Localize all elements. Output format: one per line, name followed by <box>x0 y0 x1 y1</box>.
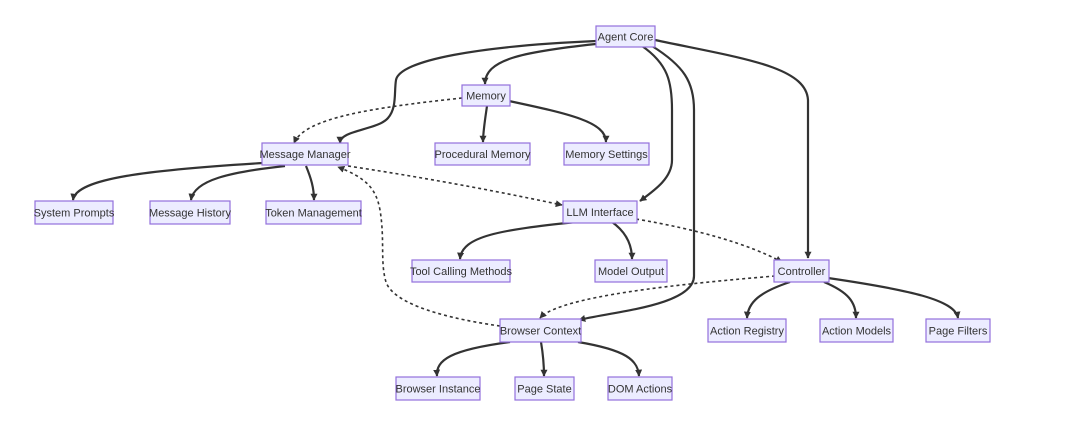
edge-browser-context-to-browser-instance <box>433 340 511 377</box>
node-action-registry[interactable]: Action Registry <box>707 318 787 343</box>
nodes-layer: Agent Core Memory Procedural Memory Memo… <box>34 25 991 401</box>
node-procedural-memory[interactable]: Procedural Memory <box>434 142 531 166</box>
node-system-prompts[interactable]: System Prompts <box>34 200 115 225</box>
edge-agent-core-to-memory <box>481 42 597 85</box>
edge-agent-core-to-message-manager <box>336 39 597 144</box>
node-label-page-filters: Page Filters <box>929 326 988 338</box>
node-label-page-state: Page State <box>517 384 571 396</box>
node-page-state[interactable]: Page State <box>514 376 575 401</box>
node-label-message-history: Message History <box>149 208 231 220</box>
edge-controller-to-action-registry <box>743 280 791 319</box>
edge-agent-core-to-controller <box>654 38 812 259</box>
node-browser-instance[interactable]: Browser Instance <box>395 376 481 401</box>
edge-browser-context-to-message-manager-dotted <box>337 166 501 327</box>
node-label-controller: Controller <box>778 266 826 278</box>
node-dom-actions[interactable]: DOM Actions <box>607 376 673 401</box>
edge-browser-context-to-dom-actions <box>577 340 643 377</box>
node-memory[interactable]: Memory <box>461 84 511 107</box>
node-tool-calling-methods[interactable]: Tool Calling Methods <box>410 259 513 283</box>
node-label-model-output: Model Output <box>598 266 664 278</box>
edge-llm-interface-to-tool-calling-methods <box>457 220 577 260</box>
node-label-token-management: Token Management <box>265 208 362 220</box>
node-label-message-manager: Message Manager <box>259 149 350 161</box>
edge-message-manager-to-message-history <box>188 164 286 201</box>
node-message-manager[interactable]: Message Manager <box>259 142 351 166</box>
node-model-output[interactable]: Model Output <box>594 259 668 283</box>
edge-message-manager-to-llm-interface-dotted <box>347 165 563 208</box>
edge-controller-to-page-filters <box>827 276 961 319</box>
node-label-tool-calling-methods: Tool Calling Methods <box>410 266 513 278</box>
node-label-llm-interface: LLM Interface <box>566 207 633 219</box>
edge-controller-to-browser-context-dotted <box>539 275 776 319</box>
node-llm-interface[interactable]: LLM Interface <box>562 200 638 224</box>
node-controller[interactable]: Controller <box>773 259 830 283</box>
edge-memory-to-message-manager-dotted <box>293 97 463 144</box>
edge-memory-to-procedural-memory <box>479 105 489 143</box>
edge-agent-core-to-llm-interface <box>639 45 674 202</box>
node-message-history[interactable]: Message History <box>149 200 231 225</box>
edge-llm-interface-to-model-output <box>611 221 636 260</box>
node-label-browser-context: Browser Context <box>500 326 581 338</box>
edge-memory-to-memory-settings <box>508 99 610 143</box>
node-browser-context[interactable]: Browser Context <box>499 318 582 343</box>
node-page-filters[interactable]: Page Filters <box>925 318 991 343</box>
node-memory-settings[interactable]: Memory Settings <box>563 142 650 166</box>
node-label-browser-instance: Browser Instance <box>396 384 481 396</box>
node-action-models[interactable]: Action Models <box>819 318 894 343</box>
edge-browser-context-to-page-state <box>539 341 548 377</box>
node-label-memory-settings: Memory Settings <box>565 149 648 161</box>
node-label-procedural-memory: Procedural Memory <box>435 149 531 161</box>
edge-controller-to-action-models <box>823 280 860 319</box>
node-label-memory: Memory <box>466 91 506 103</box>
edge-message-manager-to-token-management <box>304 165 318 201</box>
edge-llm-interface-to-controller-dotted <box>635 218 783 263</box>
node-label-system-prompts: System Prompts <box>34 208 115 220</box>
node-label-dom-actions: DOM Actions <box>608 384 673 396</box>
edges-layer <box>70 38 961 377</box>
node-label-action-registry: Action Registry <box>710 326 784 338</box>
node-token-management[interactable]: Token Management <box>265 200 362 225</box>
node-agent-core[interactable]: Agent Core <box>595 25 656 48</box>
edge-agent-core-to-browser-context <box>578 45 696 322</box>
edge-message-manager-to-system-prompts <box>70 161 264 201</box>
node-label-agent-core: Agent Core <box>598 32 654 44</box>
node-label-action-models: Action Models <box>822 326 892 338</box>
